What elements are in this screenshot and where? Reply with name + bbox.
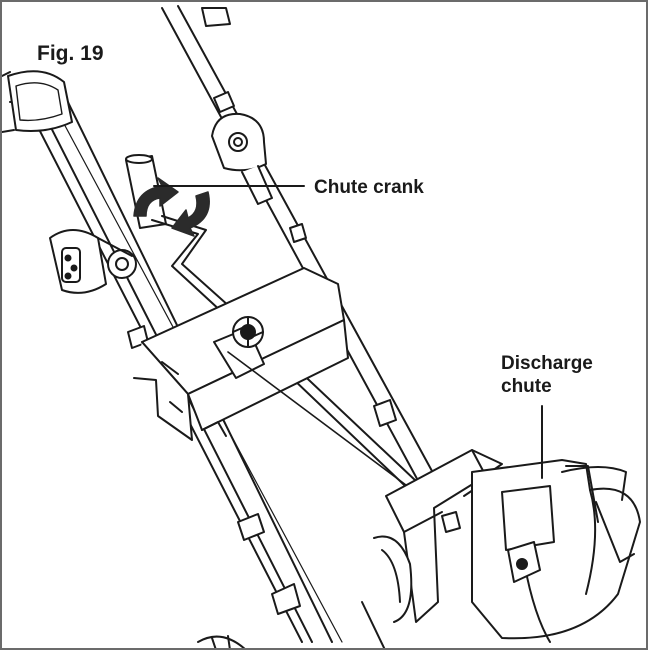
right-handle: [161, 5, 439, 489]
discharge-chute-label-line2: chute: [501, 376, 552, 397]
discharge-chute-assembly: [385, 449, 641, 643]
chute-crank-label: Chute crank: [314, 177, 424, 198]
control-panel: [133, 267, 427, 501]
discharge-chute-label-line1: Discharge: [501, 353, 593, 374]
lower-body: [197, 535, 413, 648]
discharge-chute-label: Discharge chute: [501, 352, 593, 398]
figure-title: Fig. 19: [37, 42, 104, 65]
rotation-arrow-icon: [133, 177, 210, 237]
left-latch: [49, 229, 137, 294]
left-handle: [2, 70, 343, 643]
callout-leaders: [153, 185, 543, 479]
left-lower-joints: [127, 325, 301, 615]
